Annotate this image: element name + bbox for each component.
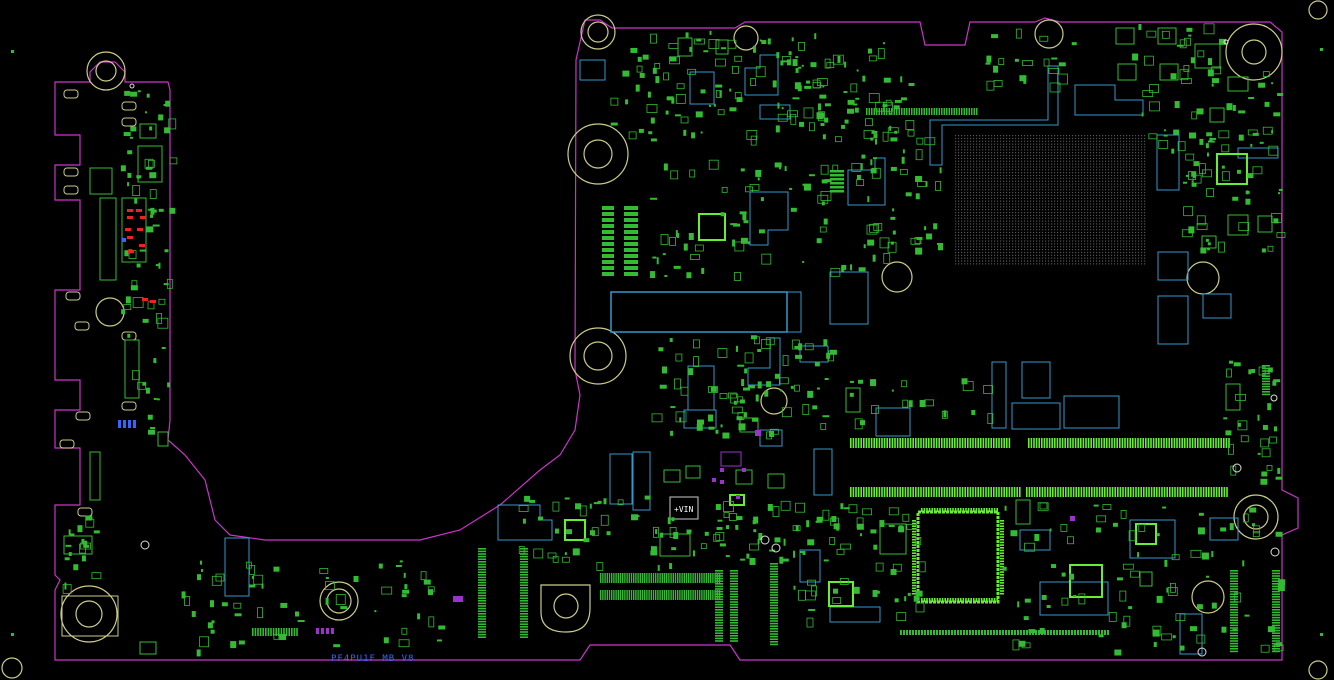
corner-markers bbox=[11, 48, 1323, 636]
connector-pin-rows bbox=[252, 108, 1280, 653]
large-oval-hole bbox=[540, 584, 591, 633]
small-vias bbox=[129, 39, 1280, 657]
purple-outline-part bbox=[720, 451, 742, 467]
passive-components bbox=[62, 23, 1286, 657]
vin-box bbox=[669, 496, 699, 520]
left-board-connectors bbox=[63, 197, 147, 555]
board-silkscreen-label: PF4PU1F MB V8 bbox=[331, 654, 414, 664]
blue-silk-parts bbox=[118, 238, 136, 428]
net-label-vin: +VIN bbox=[674, 505, 693, 514]
left-edge-connectors bbox=[59, 89, 137, 517]
left-board-outline bbox=[54, 17, 1299, 661]
red-highlight-parts bbox=[125, 209, 156, 303]
purple-parts bbox=[316, 430, 1075, 634]
bga-ball-grid bbox=[955, 135, 1146, 265]
qfn-chips bbox=[564, 153, 1248, 607]
